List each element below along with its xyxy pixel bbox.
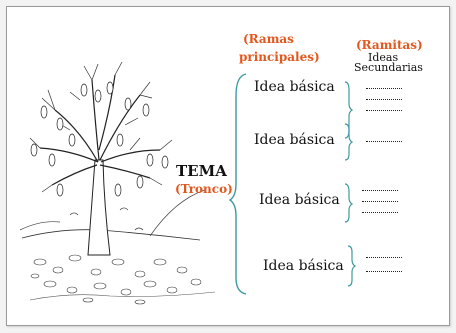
idea-3: Idea básica	[259, 192, 340, 208]
secondary-idea-line	[362, 201, 398, 202]
small-brace-2	[344, 123, 354, 161]
trunk-label: (Tronco)	[175, 182, 233, 196]
idea-2: Idea básica	[254, 132, 335, 148]
secondary-line2: Secundarias	[354, 61, 423, 74]
secondary-idea-line	[362, 212, 398, 213]
secondary-idea-line	[366, 141, 402, 142]
slide-frame	[6, 6, 450, 326]
small-brace-3	[344, 183, 354, 223]
secondary-line1: Ideas	[368, 51, 399, 64]
secondary-idea-line	[366, 99, 402, 100]
secondary-idea-line	[366, 88, 402, 89]
secondary-idea-line	[366, 271, 402, 272]
idea-4: Idea básica	[263, 258, 344, 274]
small-brace-4	[347, 245, 357, 287]
main-brace	[228, 73, 247, 295]
idea-1: Idea básica	[254, 79, 335, 95]
secondary-idea-line	[362, 190, 398, 191]
secondary-idea-line	[366, 110, 402, 111]
twigs-header: (Ramitas)	[356, 38, 423, 52]
branches-header-line1: (Ramas	[243, 32, 294, 46]
secondary-idea-line	[366, 257, 402, 258]
topic-label: TEMA	[176, 162, 227, 180]
branches-header-line2: principales)	[239, 50, 320, 64]
